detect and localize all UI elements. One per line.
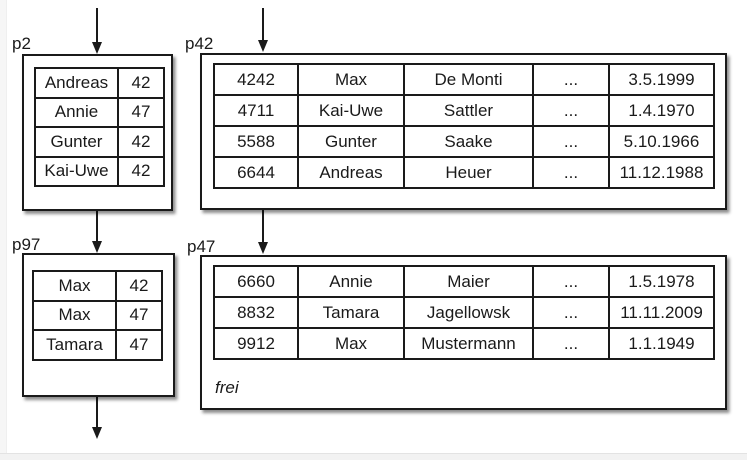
table-cell: 1.1.1949 [608,327,715,360]
data-table-p42: 4242 Max De Monti ... 3.5.1999 4711 Kai-… [213,63,715,189]
table-cell: ... [532,265,610,298]
table-cell: Heuer [403,156,534,189]
table-cell: 5.10.1966 [608,125,715,158]
page-label-p42: p42 [185,34,214,53]
table-cell: ... [532,94,610,127]
table-cell: Saake [403,125,534,158]
page-edge-bottom [0,453,747,460]
page-box-p42: 4242 Max De Monti ... 3.5.1999 4711 Kai-… [200,53,727,210]
table-cell: 1.5.1978 [608,265,715,298]
table-cell: 42 [117,126,165,158]
table-cell: 6644 [213,156,299,189]
table-row: Kai-Uwe 42 [34,155,165,187]
table-cell: Kai-Uwe [34,155,119,187]
table-cell: Mustermann [403,327,534,360]
page-label-p2: p2 [12,34,31,53]
arrow-line [96,211,98,242]
table-cell: Andreas [297,156,405,189]
table-cell: Annie [297,265,405,298]
arrow-down-icon [91,427,102,439]
table-cell: ... [532,63,610,96]
table-cell: Annie [34,96,119,128]
table-cell: Gunter [34,126,119,158]
table-row: Annie 47 [34,96,165,128]
table-cell: Tamara [32,329,117,361]
table-cell: 47 [117,96,165,128]
table-cell: Andreas [34,67,119,99]
table-cell: 6660 [213,265,299,298]
table-cell: ... [532,156,610,189]
table-cell: 3.5.1999 [608,63,715,96]
table-cell: 8832 [213,296,299,329]
table-row: Tamara 47 [32,329,163,361]
table-cell: 11.11.2009 [608,296,715,329]
table-cell: De Monti [403,63,534,96]
table-cell: 4711 [213,94,299,127]
page-box-p47: 6660 Annie Maier ... 1.5.1978 8832 Tamar… [200,255,727,410]
table-cell: Max [297,327,405,360]
table-cell: Sattler [403,94,534,127]
table-row: Max 47 [32,299,163,331]
data-table-p47: 6660 Annie Maier ... 1.5.1978 8832 Tamar… [213,265,715,360]
table-cell: Maier [403,265,534,298]
table-cell: Max [32,299,117,331]
table-row: 4711 Kai-Uwe Sattler ... 1.4.1970 [213,94,715,127]
table-row: Andreas 42 [34,67,165,99]
table-cell: 47 [115,329,163,361]
index-table-p97: Max 42 Max 47 Tamara 47 [32,270,163,361]
page-label-p97: p97 [12,235,41,254]
table-cell: Gunter [297,125,405,158]
arrow-line [262,210,264,243]
table-cell: Tamara [297,296,405,329]
table-row: 9912 Max Mustermann ... 1.1.1949 [213,327,715,360]
arrow-line [262,8,264,41]
page-label-p47: p47 [187,237,216,256]
arrow-line [96,397,98,428]
table-cell: 47 [115,299,163,331]
page-edge-left [0,0,7,454]
arrow-down-icon [257,40,268,52]
table-cell: ... [532,296,610,329]
table-cell: 1.4.1970 [608,94,715,127]
arrow-down-icon [91,42,102,54]
table-cell: Jagellowsk [403,296,534,329]
arrow-line [96,8,98,42]
table-cell: ... [532,125,610,158]
table-row: 6660 Annie Maier ... 1.5.1978 [213,265,715,298]
table-cell: 42 [117,155,165,187]
table-row: 4242 Max De Monti ... 3.5.1999 [213,63,715,96]
arrow-down-icon [257,242,268,254]
table-row: 6644 Andreas Heuer ... 11.12.1988 [213,156,715,189]
table-cell: ... [532,327,610,360]
arrow-down-icon [91,241,102,253]
table-row: 8832 Tamara Jagellowsk ... 11.11.2009 [213,296,715,329]
table-cell: 11.12.1988 [608,156,715,189]
table-cell: Max [297,63,405,96]
table-cell: 42 [117,67,165,99]
table-cell: Kai-Uwe [297,94,405,127]
page-box-p97: Max 42 Max 47 Tamara 47 [22,253,175,397]
table-row: Gunter 42 [34,126,165,158]
table-cell: Max [32,270,117,302]
table-row: 5588 Gunter Saake ... 5.10.1966 [213,125,715,158]
table-cell: 9912 [213,327,299,360]
table-cell: 4242 [213,63,299,96]
table-row: Max 42 [32,270,163,302]
table-cell: 5588 [213,125,299,158]
table-cell: 42 [115,270,163,302]
free-space-label: frei [215,378,239,397]
page-box-p2: Andreas 42 Annie 47 Gunter 42 Kai-Uwe 42 [22,54,173,211]
index-table-p2: Andreas 42 Annie 47 Gunter 42 Kai-Uwe 42 [34,67,165,187]
